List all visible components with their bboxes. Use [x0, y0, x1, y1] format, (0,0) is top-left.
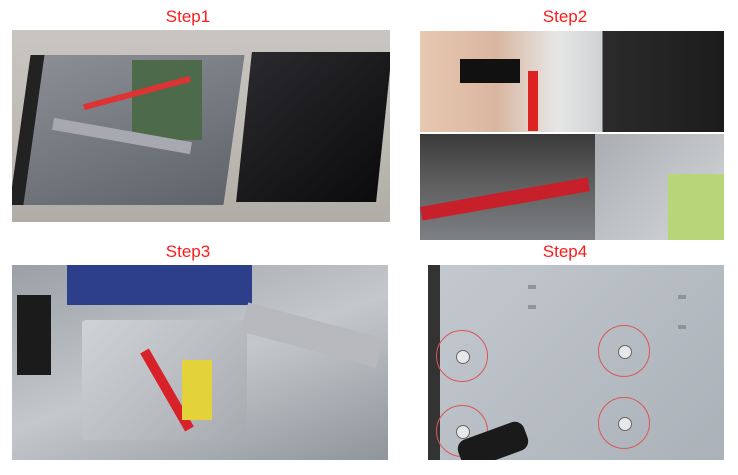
screw-icon: [456, 425, 470, 439]
vent-slot: [678, 295, 686, 299]
vent-slot: [678, 325, 686, 329]
circuit-board: [67, 265, 252, 305]
dvr-chassis: [12, 55, 245, 205]
step3-photo-installed-hdd: [12, 265, 388, 460]
step1-label: Step1: [165, 7, 211, 26]
sata-wire: [420, 177, 590, 221]
cooling-fan: [17, 295, 51, 375]
step2-photo-connect-hdd: [420, 134, 724, 240]
sata-plug: [460, 59, 520, 83]
screw-icon: [618, 345, 632, 359]
case-edge: [428, 265, 440, 460]
screw-icon: [618, 417, 632, 431]
hdd-label: [668, 174, 724, 240]
screw-highlight-circle: [598, 325, 650, 377]
step2-label: Step2: [542, 7, 588, 26]
dvr-cover: [236, 52, 390, 202]
step4-photo-fasten-screws: [428, 265, 724, 460]
step3-label: Step3: [165, 242, 211, 261]
screw-highlight-circle: [598, 397, 650, 449]
circuit-board: [132, 60, 202, 140]
sata-wire: [528, 71, 538, 131]
step4-label: Step4: [542, 242, 588, 261]
step1-photo-open-dvr-case: [12, 30, 390, 222]
ribbon-cable: [240, 302, 384, 368]
screw-icon: [456, 350, 470, 364]
vent-slot: [528, 305, 536, 309]
screw-highlight-circle: [436, 330, 488, 382]
power-cable: [182, 360, 212, 420]
vent-slot: [528, 285, 536, 289]
step2-photo-sata-connectors: [420, 31, 724, 132]
